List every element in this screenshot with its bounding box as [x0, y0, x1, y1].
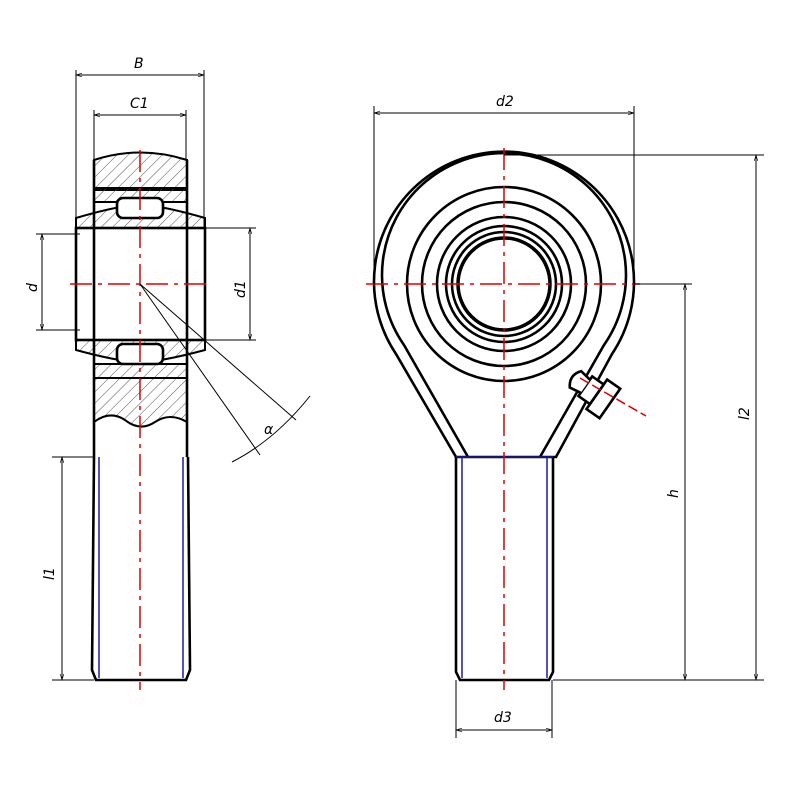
- label-C1: C1: [130, 96, 149, 112]
- side-dimensions: B C1 d d1 α l1: [25, 56, 311, 680]
- head-outline: [372, 150, 636, 459]
- front-view: [366, 148, 647, 690]
- grease-nipple: [568, 369, 623, 420]
- shank-side: [90, 456, 192, 682]
- label-h: h: [666, 489, 682, 498]
- nipple-axis: [579, 377, 647, 417]
- label-alpha: α: [264, 422, 274, 438]
- front-dimensions: d2 l2 h d3: [374, 94, 764, 738]
- side-view: [70, 150, 210, 690]
- label-d3: d3: [494, 710, 512, 726]
- housing-bottom: [93, 377, 188, 428]
- label-B: B: [134, 56, 144, 72]
- head-inner-outline: [380, 151, 628, 458]
- label-l2: l2: [737, 407, 753, 420]
- label-l1: l1: [42, 567, 58, 580]
- label-d: d: [25, 283, 41, 292]
- dim-alpha-arc: [231, 395, 311, 463]
- label-d1: d1: [233, 280, 249, 298]
- label-d2: d2: [496, 94, 514, 110]
